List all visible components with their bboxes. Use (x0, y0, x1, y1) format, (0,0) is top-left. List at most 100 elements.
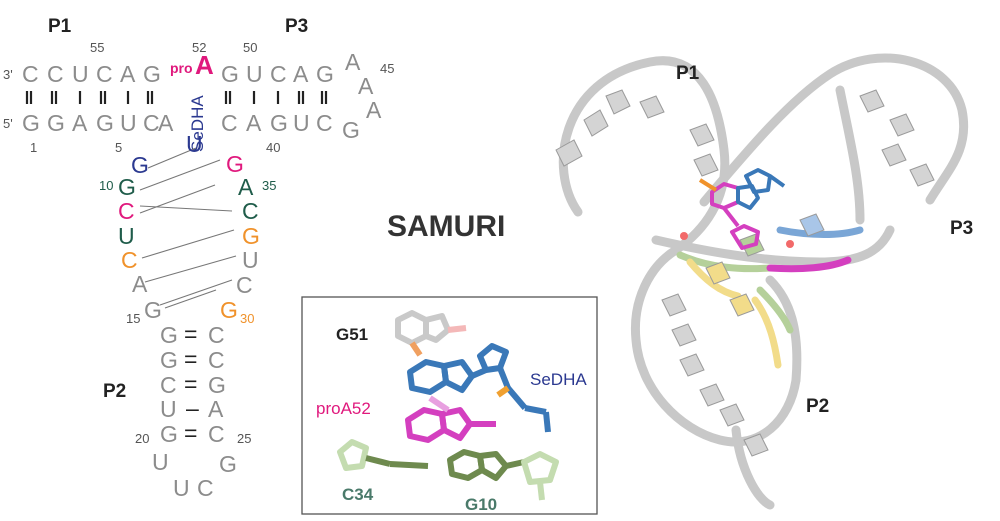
tertiary-interaction-lines (139, 147, 237, 309)
secondary-structure: P1 P3 P2 55 52 50 45 1 5 40 10 35 15 30 … (3, 16, 394, 501)
colored-base-planks (705, 213, 825, 317)
nucleotide: C (208, 421, 225, 447)
nucleotide: C (236, 272, 253, 298)
nucleotide: A (158, 110, 174, 136)
pro-prefix: pro (170, 60, 193, 76)
p3-bonds (224, 91, 328, 104)
ribbon-segments (676, 226, 864, 369)
nucleotide: C (221, 110, 238, 136)
nucleotide: C (143, 110, 160, 136)
number-40: 40 (266, 140, 280, 155)
nucleotide: C (96, 61, 113, 87)
nucleotide: C (160, 372, 177, 398)
nucleotide: A (293, 61, 309, 87)
three-prime-end: 3' (3, 67, 13, 82)
nucleotide: C (118, 198, 135, 224)
number-35: 35 (262, 178, 276, 193)
nucleotide: C (316, 110, 333, 136)
p3-bottom-strand: C A G U C (221, 110, 333, 136)
base-pair-bond: = (184, 371, 197, 397)
g51-sticks (395, 310, 467, 357)
nucleotide: U (118, 223, 135, 249)
p3-top-strand: G U C A G (221, 61, 334, 87)
nucleotide: G (96, 110, 114, 136)
p2-bonds: = = = – = (184, 321, 199, 446)
nucleotide: U (72, 61, 89, 87)
nucleotide: C (121, 247, 138, 273)
number-45: 45 (380, 61, 394, 76)
nucleotide: G (219, 451, 237, 477)
nucleotide: U (120, 110, 137, 136)
inset-label-proA52: proA52 (316, 399, 371, 418)
number-20: 20 (135, 431, 149, 446)
nucleotide: G (221, 61, 239, 87)
proA52-sticks (405, 395, 496, 443)
nucleotide: A (120, 61, 136, 87)
p2-right-strand: C C G A C (208, 322, 226, 447)
nucleotide: G (144, 297, 162, 323)
nucleotide: A (345, 49, 361, 75)
p1-bonds (25, 91, 154, 104)
nucleotide: U (173, 475, 190, 501)
nucleotide: G (160, 421, 178, 447)
nucleotide: G (160, 347, 178, 373)
nucleotide: C (208, 347, 225, 373)
nucleotide: U (152, 449, 169, 475)
nucleotide: U (293, 110, 310, 136)
nucleotide: A (246, 110, 262, 136)
nucleotide: U (186, 131, 203, 157)
number-52: 52 (192, 40, 206, 55)
active-site-sticks (698, 168, 786, 250)
p1-top-strand: C C U C A G (22, 61, 161, 87)
p1-label: P1 (48, 16, 72, 37)
nucleotide: A (208, 396, 224, 422)
base-planks (555, 89, 935, 457)
nucleotide: G (226, 151, 244, 177)
number-55: 55 (90, 40, 104, 55)
nucleotide: G (316, 61, 334, 87)
tertiary-structure-3d: P1 P3 P2 (555, 53, 973, 510)
active-site-inset: G51 SeDHA proA52 C34 G10 (301, 296, 598, 515)
nucleotide: G (143, 61, 161, 87)
base-pair-bond: = (184, 420, 197, 446)
nucleotide: G (160, 322, 178, 348)
number-50: 50 (243, 40, 257, 55)
p3-label: P3 (285, 16, 308, 37)
water-sphere (786, 240, 794, 248)
nucleotide: A (72, 110, 88, 136)
nucleotide: G (131, 152, 149, 178)
sedha-vertical-label: SeDHA (188, 95, 207, 152)
inset-label-g51: G51 (336, 325, 368, 344)
sedha-sticks (407, 343, 551, 433)
c34-sticks (337, 439, 429, 471)
nucleotide: A (366, 97, 382, 123)
number-1: 1 (30, 140, 37, 155)
water-sphere (680, 232, 688, 240)
nucleotide: G (47, 110, 65, 136)
base-pair-bond: – (186, 395, 199, 421)
nucleotide: G (242, 223, 260, 249)
p3-3d-label: P3 (950, 218, 973, 239)
g10-sticks (447, 449, 559, 501)
inset-label-g10: G10 (465, 495, 497, 514)
nucleotide: G (22, 110, 40, 136)
p3-loop: A A A G (342, 49, 382, 143)
number-5: 5 (115, 140, 122, 155)
p2-left-strand: G G C U G (160, 322, 178, 447)
nucleotide: C (208, 322, 225, 348)
number-10: 10 (99, 178, 113, 193)
nucleotide: A (358, 73, 374, 99)
five-prime-end: 5' (3, 116, 13, 131)
number-15: 15 (126, 311, 140, 326)
nucleotide: U (160, 396, 177, 422)
p1-bottom-strand: G G A G U C A (22, 110, 174, 136)
base-pair-bond: = (184, 346, 197, 372)
nucleotide: G (220, 297, 238, 323)
nucleotide: U (242, 247, 259, 273)
nucleotide: C (242, 198, 259, 224)
p2-3d-label: P2 (806, 396, 829, 417)
nucleotide: C (47, 61, 64, 87)
base-pair-bond: = (184, 321, 197, 347)
pro-a-nucleotide: A (195, 50, 214, 80)
